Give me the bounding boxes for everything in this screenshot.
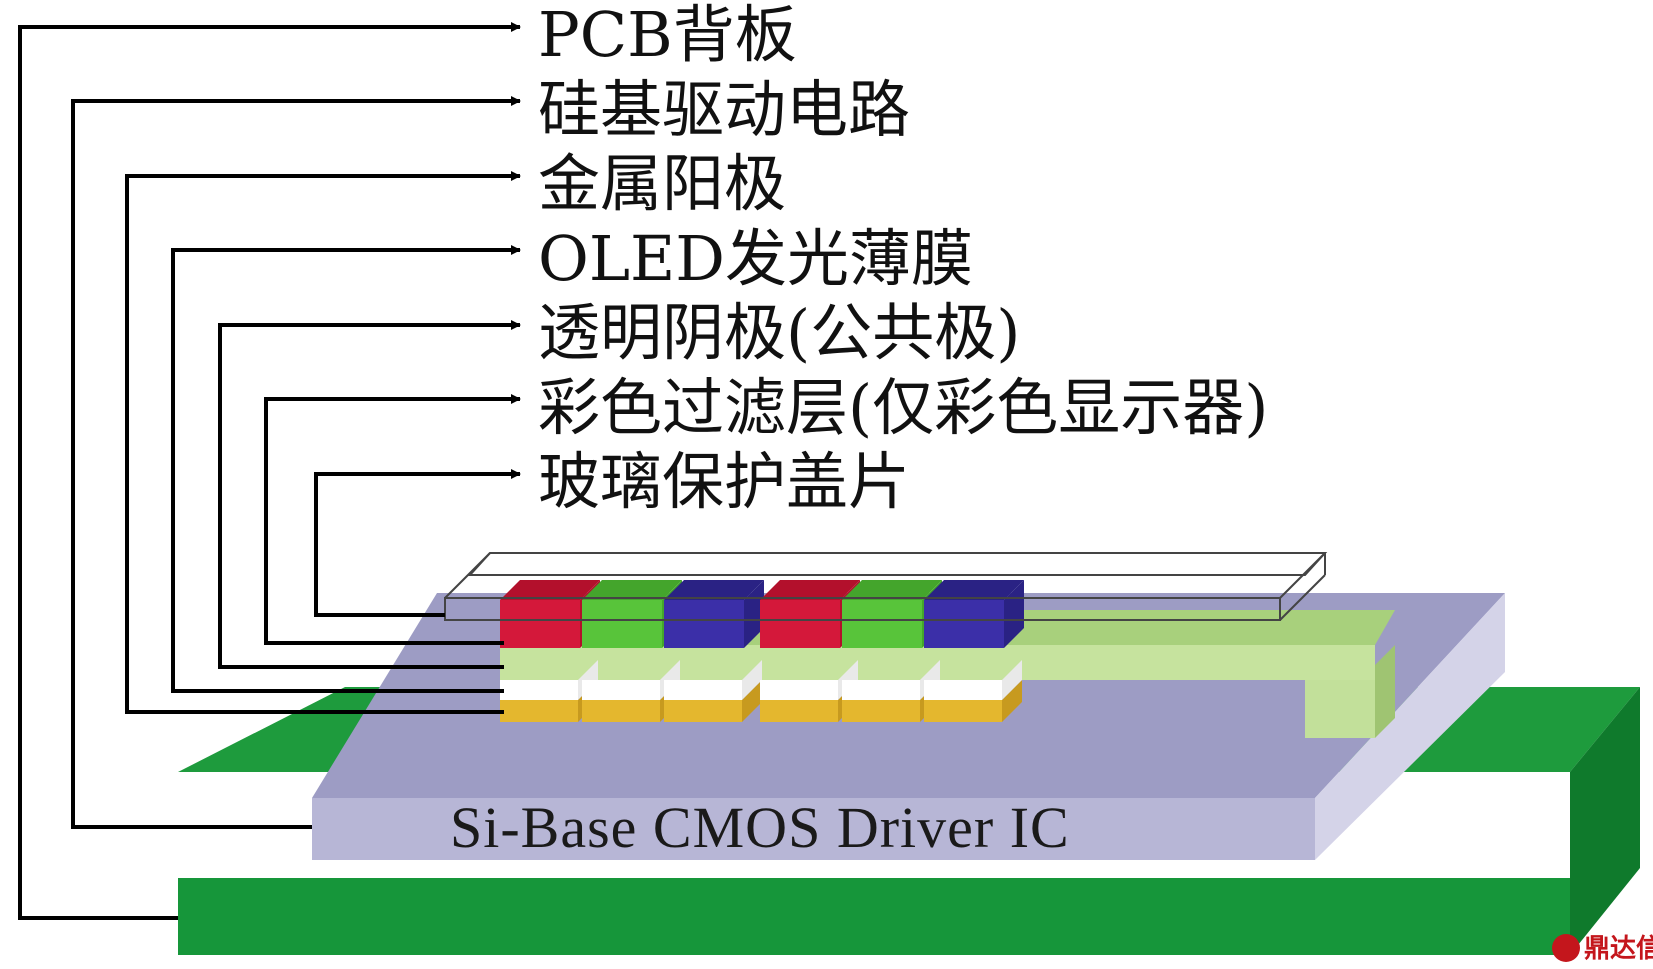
filter-blue-front <box>924 600 1004 648</box>
filter-blue-front <box>664 600 744 648</box>
oled-film-side <box>742 660 762 700</box>
watermark-logo-icon <box>1552 934 1580 962</box>
chip-label: Si-Base CMOS Driver IC <box>450 795 1070 860</box>
glass-cover <box>444 552 1328 621</box>
oled-film-front <box>500 680 578 700</box>
oled-film-front <box>582 680 660 700</box>
anode-pad-front <box>760 700 838 722</box>
pcb-front-face-visible <box>178 878 1570 955</box>
filter-red-top <box>500 580 600 600</box>
watermark: 鼎达信 <box>1552 934 1653 964</box>
label-cathode: 透明阴极(公共极) <box>538 296 1020 369</box>
glass-edge-left <box>444 552 491 599</box>
anode-pad-side <box>742 680 762 722</box>
filter-blue-top <box>664 580 764 600</box>
pcb-right-face <box>1570 687 1640 955</box>
glass-edge-right-bottom <box>1279 574 1326 621</box>
filter-red-front <box>500 600 580 648</box>
filter-green-top <box>582 580 682 600</box>
label-pcb: PCB背板 <box>538 0 797 71</box>
filter-green-front <box>842 600 922 648</box>
oled-film-front <box>664 680 742 700</box>
anode-pad-side <box>1002 680 1022 722</box>
label-glass: 玻璃保护盖片 <box>538 445 910 518</box>
anode-pad-front <box>924 700 1002 722</box>
oled-film-front <box>842 680 920 700</box>
glass-top <box>467 552 1328 576</box>
leader-line-cathode <box>218 320 521 669</box>
cathode-leg-right <box>1375 645 1395 738</box>
label-oled: OLED发光薄膜 <box>538 222 973 295</box>
oled-film-front <box>760 680 838 700</box>
color-filter-layer <box>500 580 1024 648</box>
layer-labels: PCB背板 硅基驱动电路 金属阳极 OLED发光薄膜 透明阴极(公共极) 彩色过… <box>538 0 1268 518</box>
anode-pad-front <box>582 700 660 722</box>
leader-line-oled <box>171 245 521 693</box>
filter-green-top <box>842 580 942 600</box>
filter-green-front <box>582 600 662 648</box>
chip-right-face <box>1315 593 1505 860</box>
anode-pad-front <box>842 700 920 722</box>
leader-line-anode <box>125 171 521 714</box>
filter-blue-top <box>924 580 1024 600</box>
filter-red-top <box>760 580 860 600</box>
label-anode: 金属阳极 <box>538 147 786 220</box>
oled-film-front <box>924 680 1002 700</box>
watermark-text: 鼎达信 <box>1584 934 1653 964</box>
oled-film-side <box>1002 660 1022 700</box>
chip-front-face <box>312 798 1315 860</box>
anode-oled-stack <box>500 660 1022 722</box>
leader-line-cmos <box>71 96 521 829</box>
anode-pad-front <box>664 700 742 722</box>
label-cmos: 硅基驱动电路 <box>538 73 910 146</box>
leader-line-glass <box>314 469 521 617</box>
leader-lines <box>18 22 521 920</box>
label-filter: 彩色过滤层(仅彩色显示器) <box>538 371 1268 444</box>
glass-edge-right-top <box>1279 552 1326 599</box>
cathode-leg-front <box>1305 665 1375 738</box>
leader-line-pcb <box>18 22 521 920</box>
anode-pad-front <box>500 700 578 722</box>
leader-line-filter <box>264 394 521 645</box>
filter-red-front <box>760 600 840 648</box>
